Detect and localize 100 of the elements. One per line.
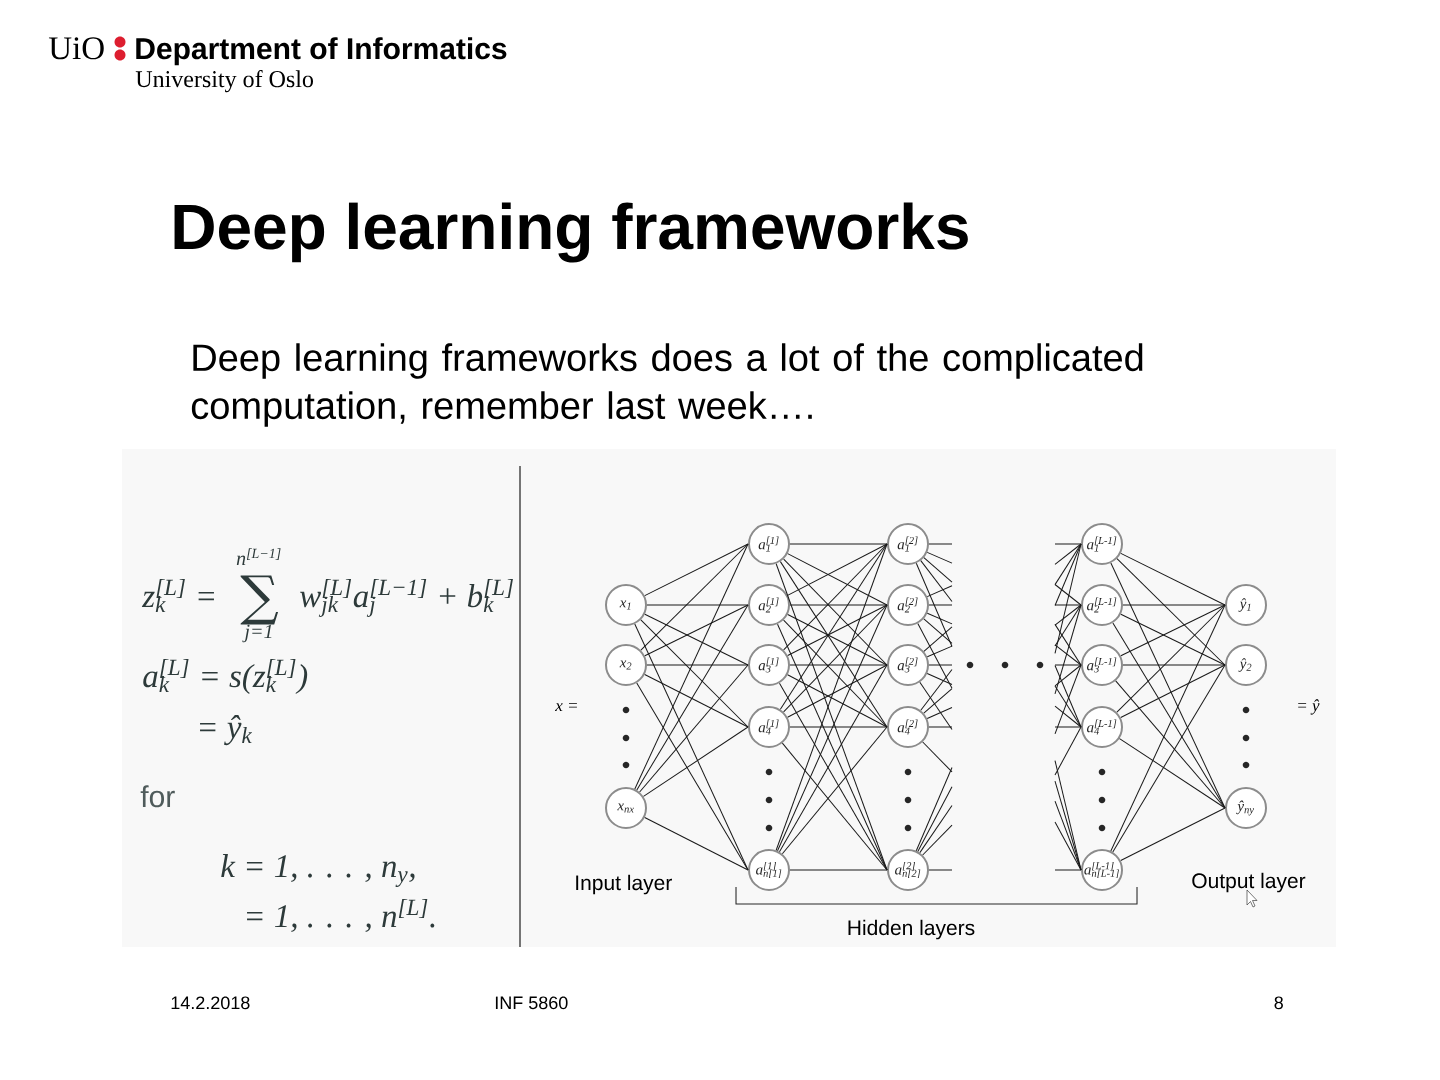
connection-line bbox=[926, 585, 953, 598]
connection-line bbox=[1054, 644, 1082, 666]
connection-line bbox=[1115, 680, 1226, 809]
connection-line bbox=[783, 543, 888, 651]
connection-line bbox=[1054, 604, 1082, 606]
connection-line bbox=[640, 619, 749, 728]
connection-line bbox=[1110, 604, 1226, 852]
formula: = 1, . . . , n$^{[L]}$. bbox=[247, 898, 435, 933]
connection-line bbox=[919, 681, 953, 730]
connection-line bbox=[1054, 543, 1082, 606]
connection-line bbox=[1054, 685, 1082, 728]
connection-line bbox=[923, 688, 953, 714]
connection-line bbox=[928, 726, 953, 728]
connection-line bbox=[1122, 604, 1226, 606]
connection-line bbox=[636, 682, 749, 871]
connection-line bbox=[1054, 623, 1082, 666]
connection-line bbox=[781, 726, 888, 855]
connection-line bbox=[923, 626, 953, 652]
connection-line bbox=[917, 623, 953, 689]
connection-line bbox=[636, 604, 749, 791]
connection-line bbox=[644, 817, 749, 871]
connection-line bbox=[1054, 664, 1082, 666]
connection-line bbox=[781, 742, 888, 871]
connection-line bbox=[1054, 543, 1082, 586]
connection-line bbox=[926, 612, 953, 625]
connection-line bbox=[1054, 604, 1082, 626]
layer-label: Input layer bbox=[576, 874, 672, 895]
connection-line bbox=[779, 561, 888, 728]
connection-line bbox=[1122, 664, 1226, 666]
connection-line bbox=[1116, 558, 1226, 666]
connection-line bbox=[783, 604, 888, 713]
connection-line bbox=[1120, 604, 1226, 657]
connection-line bbox=[1054, 726, 1082, 728]
connection-line bbox=[1120, 664, 1226, 719]
connection-line bbox=[787, 553, 888, 606]
connection-line bbox=[644, 674, 749, 728]
formula: z$_{k}$$^{[L]}$ = bbox=[141, 578, 214, 612]
connection-line bbox=[787, 604, 888, 656]
connection-line bbox=[787, 664, 888, 718]
connection-line bbox=[1120, 552, 1226, 606]
connection-line bbox=[1116, 604, 1226, 713]
connection-line bbox=[789, 869, 888, 871]
connection-line bbox=[1054, 543, 1082, 565]
connection-line bbox=[922, 824, 953, 856]
connection-line bbox=[926, 645, 953, 658]
connection-line bbox=[920, 669, 953, 711]
connection-line bbox=[928, 543, 953, 545]
connection-line bbox=[634, 623, 749, 871]
connection-line bbox=[644, 543, 749, 597]
connection-line bbox=[1054, 821, 1082, 871]
footer-text: 14.2.2018 bbox=[171, 996, 250, 1010]
connection-line bbox=[789, 726, 888, 728]
connection-line bbox=[1054, 705, 1082, 728]
formula: ∑ bbox=[240, 575, 279, 625]
formula: n$^{[L−1]}$ bbox=[236, 548, 281, 565]
connection-line bbox=[915, 767, 953, 852]
formula: = ŷ$_{k}$ bbox=[200, 715, 253, 746]
connection-line bbox=[783, 619, 888, 728]
formula: = ŷ bbox=[1298, 699, 1320, 715]
connection-line bbox=[917, 786, 953, 852]
connection-line bbox=[787, 614, 888, 666]
connection-line bbox=[639, 664, 749, 793]
connection-line bbox=[646, 604, 749, 606]
connection-line bbox=[789, 543, 888, 545]
connection-line bbox=[1112, 664, 1226, 853]
header-text: Department of Informatics bbox=[136, 37, 507, 66]
connection-line bbox=[1054, 543, 1082, 654]
connection-line bbox=[1054, 780, 1082, 871]
connection-line bbox=[789, 664, 888, 666]
header-text: University of Oslo bbox=[135, 70, 313, 93]
connection-line bbox=[646, 664, 749, 666]
connection-line bbox=[920, 560, 953, 602]
connection-line bbox=[1054, 543, 1082, 545]
header-text: UiO bbox=[48, 37, 104, 60]
connection-line bbox=[1120, 807, 1226, 862]
connection-line bbox=[928, 869, 953, 871]
connection-line bbox=[1119, 738, 1226, 809]
connection-line bbox=[926, 707, 953, 719]
connection-line bbox=[644, 613, 749, 666]
connection-line bbox=[789, 604, 888, 606]
footer-text: INF 5860 bbox=[495, 996, 568, 1010]
layer-label: Hidden layers bbox=[848, 919, 975, 940]
formula: w$_{jk}$$^{[L]}$a$_{j}$$^{[L−1]}$ + b$_{k}$[L] bbox=[300, 578, 513, 617]
connection-line bbox=[919, 805, 953, 854]
connection-line bbox=[1054, 604, 1082, 647]
slide-title: Deep learning frameworks bbox=[174, 202, 968, 263]
connection-line bbox=[1120, 613, 1226, 666]
page-number: 8 bbox=[1274, 996, 1283, 1010]
connection-line bbox=[1110, 562, 1226, 809]
connection-line bbox=[1054, 726, 1082, 776]
connection-line bbox=[915, 562, 953, 647]
connection-line bbox=[1054, 869, 1082, 871]
connection-line bbox=[923, 557, 953, 583]
connection-line bbox=[779, 543, 888, 710]
formula: j=1 bbox=[242, 624, 272, 643]
connection-line bbox=[644, 604, 749, 657]
connection-line bbox=[923, 618, 953, 644]
connection-line bbox=[1054, 604, 1082, 695]
connection-line bbox=[922, 741, 953, 773]
connection-line bbox=[1054, 584, 1082, 606]
